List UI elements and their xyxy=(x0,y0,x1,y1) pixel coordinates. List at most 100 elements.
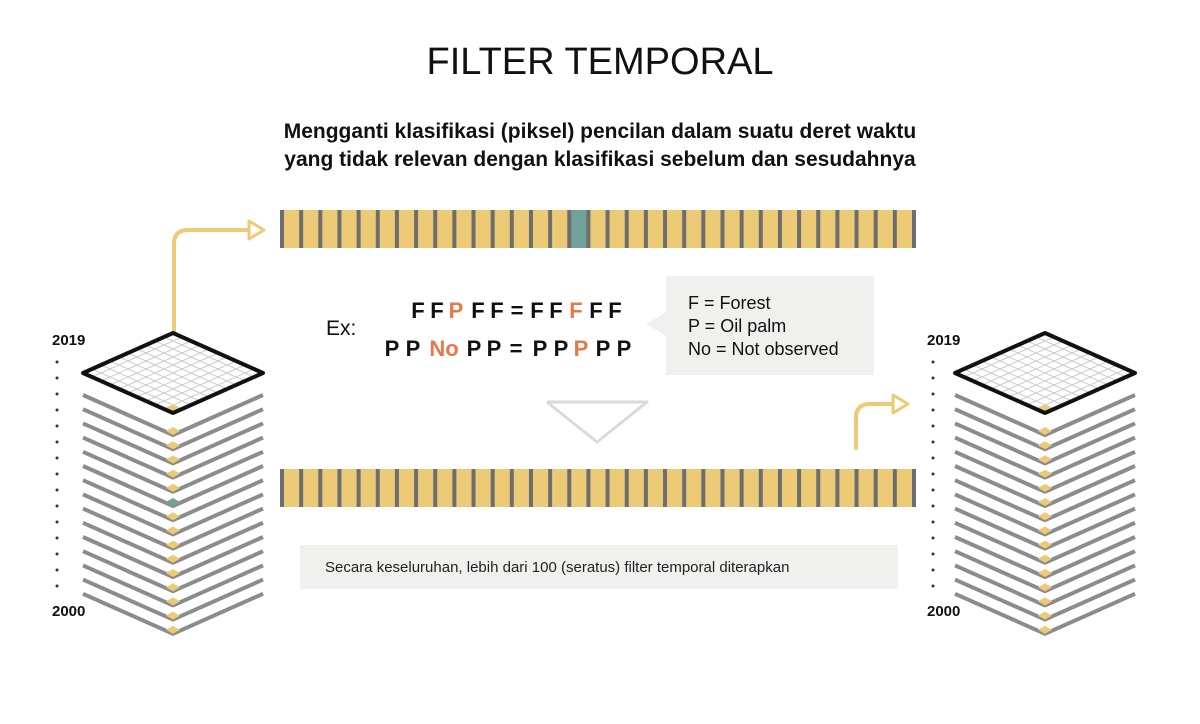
timeline-dot xyxy=(931,552,935,556)
stack-pixel xyxy=(1038,554,1052,563)
stack-pixel xyxy=(1038,441,1052,450)
timeline-dot xyxy=(55,360,59,364)
timeline-dot xyxy=(55,376,59,380)
outlier-segment xyxy=(570,210,590,248)
example-token: F xyxy=(411,298,424,323)
stack-pixel xyxy=(166,540,180,549)
grid-line xyxy=(1035,368,1127,410)
arrow-stack-to-series xyxy=(172,228,250,394)
stack-pixel xyxy=(1038,512,1052,521)
legend-callout: F = Forest P = Oil palm No = Not observe… xyxy=(646,276,874,375)
timeline-dot xyxy=(55,424,59,428)
example-label: Ex: xyxy=(326,317,356,340)
example-token-highlight: P xyxy=(574,336,589,361)
stack-pixel xyxy=(1038,427,1052,435)
example-token: P xyxy=(487,336,502,361)
timeline-dot xyxy=(55,504,59,508)
timeline-dot xyxy=(55,472,59,476)
grid-line xyxy=(999,352,1091,394)
year-label-bottom-right: 2000 xyxy=(927,603,960,620)
chevron-down-icon xyxy=(546,400,649,444)
grid-line xyxy=(100,364,192,406)
timeseries-fill xyxy=(282,469,914,507)
stack-pixel xyxy=(166,455,180,464)
example-token: F xyxy=(430,298,443,323)
example-token: P xyxy=(533,336,548,361)
arrow-head-icon xyxy=(891,393,910,415)
example-token-highlight: F xyxy=(569,298,582,323)
grid-line xyxy=(136,356,228,398)
stack-pixel xyxy=(166,427,180,435)
grid-line xyxy=(145,360,237,402)
timeseries-bar-after xyxy=(280,469,916,507)
year-label-top-left: 2019 xyxy=(52,332,85,349)
stack-pixel xyxy=(166,611,180,620)
example-token: P xyxy=(617,336,632,361)
example-token: F xyxy=(549,298,562,323)
example-token: P xyxy=(596,336,611,361)
stack-pixel xyxy=(166,512,180,521)
stack-pixel xyxy=(166,625,180,634)
stack-pixel xyxy=(166,526,180,535)
timeline-dot xyxy=(931,424,935,428)
timeline-dot xyxy=(55,408,59,412)
timeline-dot xyxy=(55,520,59,524)
timeline-dots-right xyxy=(931,360,935,588)
legend-forest: F = Forest xyxy=(688,293,771,313)
timeline-dot xyxy=(931,488,935,492)
grid-line xyxy=(118,356,210,398)
year-label-bottom-left: 2000 xyxy=(52,603,85,620)
timeseries-bar-before xyxy=(280,210,916,248)
stack-pixel xyxy=(1038,455,1052,464)
note-text: Secara keseluruhan, lebih dari 100 (sera… xyxy=(325,559,789,576)
stack-pixel xyxy=(166,597,180,606)
example-token: P xyxy=(467,336,482,361)
stack-pixel xyxy=(166,554,180,563)
raster-stack-before xyxy=(81,331,265,636)
stack-pixel xyxy=(1038,469,1052,478)
grid-line xyxy=(163,368,255,410)
stack-pixel xyxy=(1038,526,1052,535)
example-token: F xyxy=(530,298,543,323)
stack-top-outline xyxy=(953,331,1137,415)
grid-line xyxy=(1017,360,1109,402)
grid-line xyxy=(963,368,1055,410)
grid-line xyxy=(91,368,183,410)
stack-pixel xyxy=(1038,498,1052,506)
stack-pixel xyxy=(166,441,180,450)
note-panel xyxy=(300,545,898,589)
timeline-dots-left xyxy=(55,360,59,588)
example-token: F xyxy=(608,298,621,323)
legend-oil-palm: P = Oil palm xyxy=(688,316,786,336)
grid-line xyxy=(1008,356,1100,398)
grid-line xyxy=(990,356,1082,398)
arrow-head-icon xyxy=(247,219,266,241)
example-token: P xyxy=(554,336,569,361)
grid-line xyxy=(981,360,1073,402)
timeline-dot xyxy=(931,456,935,460)
timeline-dot xyxy=(931,520,935,524)
timeline-dot xyxy=(55,536,59,540)
timeline-dot xyxy=(931,504,935,508)
example-token: = xyxy=(510,336,523,361)
timeline-dot xyxy=(55,440,59,444)
grid-line xyxy=(154,364,246,406)
year-label-top-right: 2019 xyxy=(927,332,960,349)
timeline-dot xyxy=(931,392,935,396)
grid-line xyxy=(1026,364,1118,406)
timeline-dot xyxy=(931,408,935,412)
timeline-dot xyxy=(931,584,935,588)
example-token: P xyxy=(406,336,421,361)
example-token: P xyxy=(385,336,400,361)
timeline-dot xyxy=(931,376,935,380)
timeline-dot xyxy=(931,536,935,540)
stack-pixel-outlier xyxy=(166,498,180,506)
stack-pixel xyxy=(1038,569,1052,577)
timeseries-fill xyxy=(282,210,914,248)
timeline-dot xyxy=(55,552,59,556)
stack-pixel xyxy=(1038,611,1052,620)
stack-pixel xyxy=(1038,583,1052,592)
stack-pixel xyxy=(166,483,180,492)
